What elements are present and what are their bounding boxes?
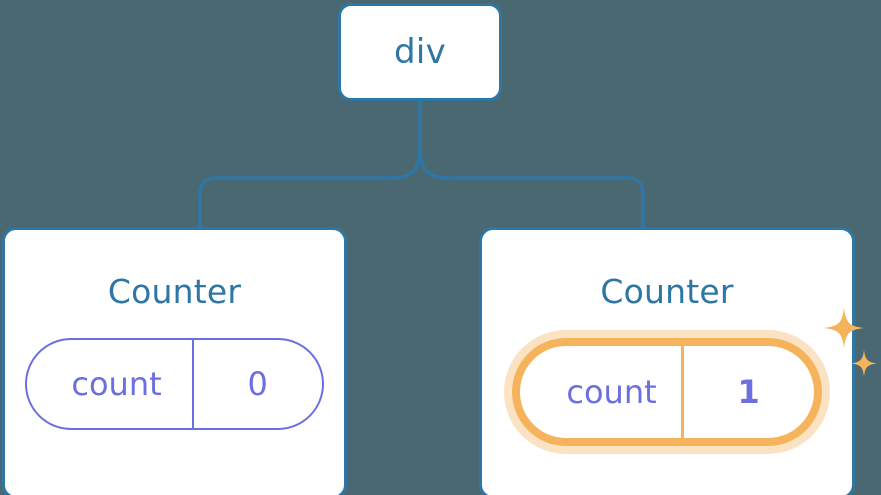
state-pill-count-highlighted[interactable]: count 1 xyxy=(512,338,822,446)
component-name-label: Counter xyxy=(600,272,734,311)
state-pill-count[interactable]: count 0 xyxy=(25,338,324,430)
state-pill-divider xyxy=(191,340,194,428)
connector-branch-left xyxy=(198,144,422,229)
state-pill-wrapper: count 0 xyxy=(25,338,324,430)
sparkle-icon xyxy=(823,308,877,377)
state-key-label: count xyxy=(71,365,162,403)
state-value-label: 1 xyxy=(737,373,760,411)
connector-branch-right xyxy=(418,144,645,229)
tree-node-root[interactable]: div xyxy=(338,3,502,101)
state-pill-wrapper-highlighted: count 1 xyxy=(512,308,877,446)
component-name-label: Counter xyxy=(107,272,242,311)
state-pill-divider xyxy=(680,346,684,438)
root-node-label: div xyxy=(393,32,447,72)
component-card-counter-left[interactable]: Counter count 0 xyxy=(2,227,347,495)
component-card-counter-right[interactable]: Counter count 1 xyxy=(479,227,877,495)
state-key-label: count xyxy=(566,373,657,411)
state-value-label: 0 xyxy=(247,365,268,403)
